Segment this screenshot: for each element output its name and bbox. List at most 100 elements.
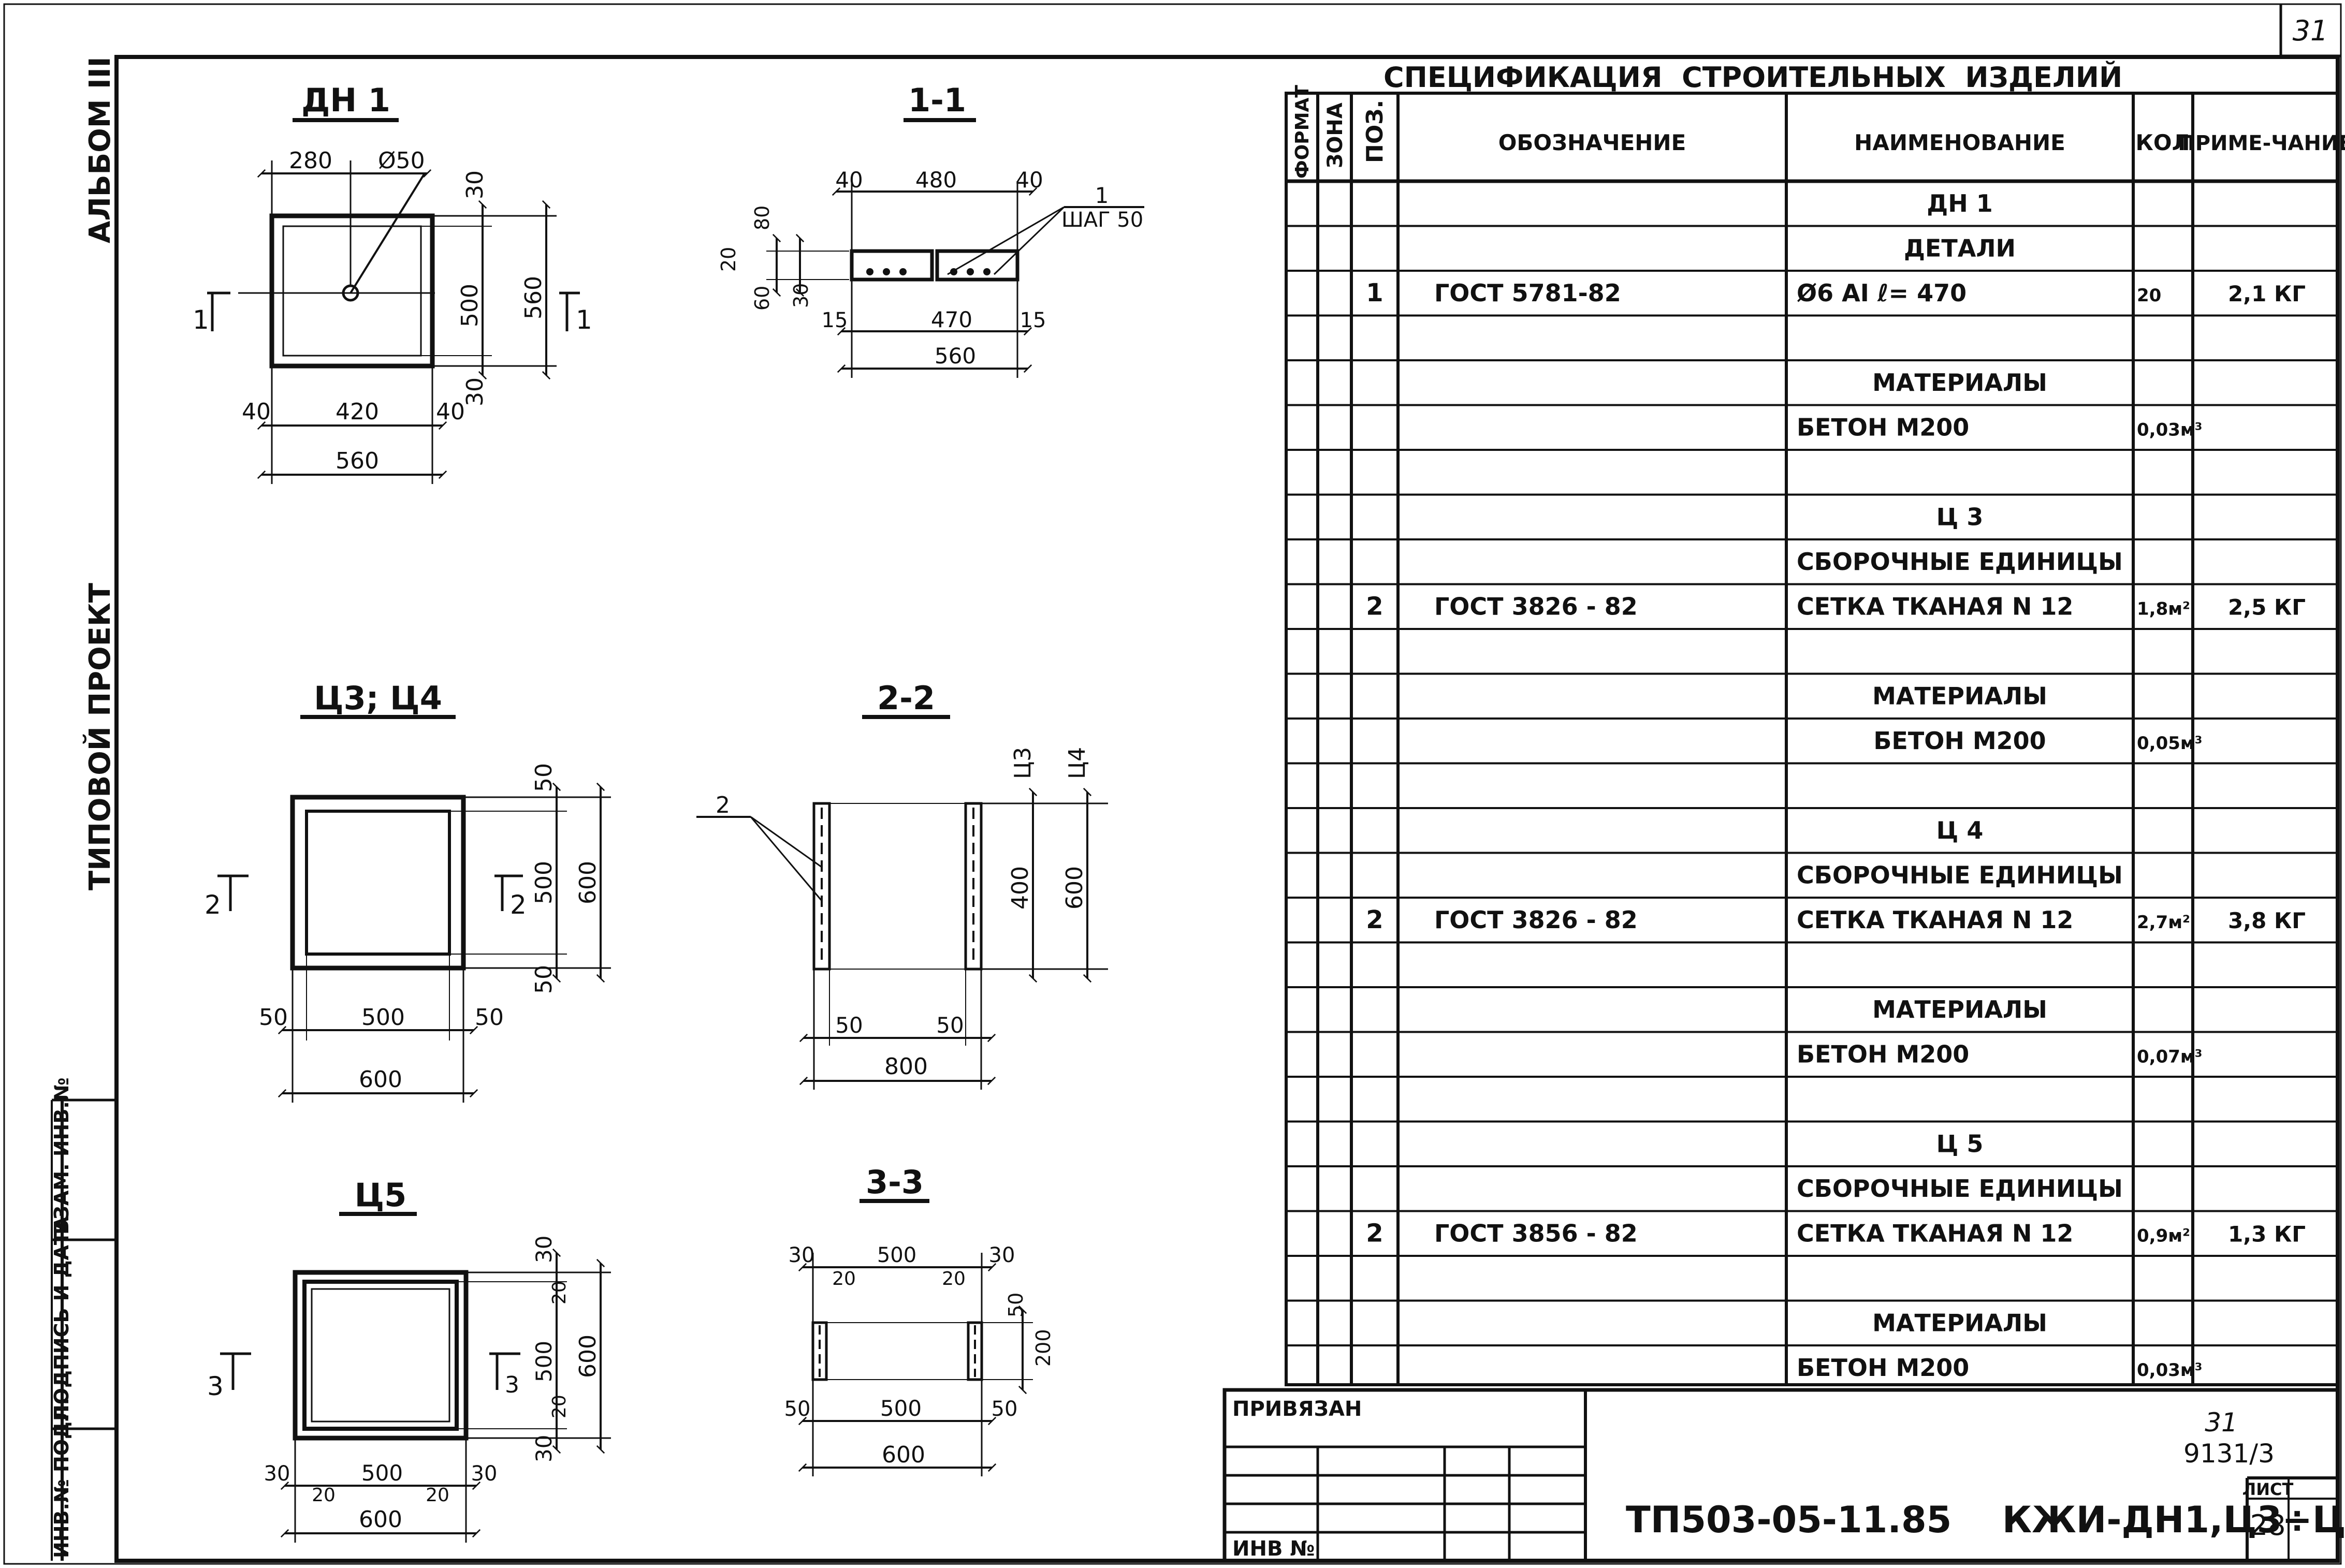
slab-section-right	[935, 249, 1019, 282]
cell-quantity: 0,03м³	[2137, 1360, 2203, 1381]
cell-name: МАТЕРИАЛЫ	[1872, 682, 2047, 710]
dim-label: Ц4	[1064, 747, 1090, 779]
cell-name: БЕТОН М200	[1873, 727, 2046, 755]
spec-row: ДЕТАЛИ	[1286, 234, 2338, 272]
cell-name: Ø6 AI ℓ= 470	[1797, 279, 1967, 307]
col-header-name: НАИМЕНОВАНИЕ	[1854, 130, 2065, 155]
drawing-title: Ц3; Ц4	[314, 679, 442, 717]
drawing-title: 2-2	[877, 679, 935, 717]
ring-outline	[293, 1270, 469, 1441]
dim-label: 40	[835, 167, 863, 193]
dim-label: 30	[471, 1462, 498, 1486]
dim-label: 560	[520, 276, 547, 319]
dim-label: 50	[936, 1013, 964, 1038]
dim-label: 20	[942, 1268, 966, 1289]
dim-label: 50	[259, 1004, 288, 1031]
drawing-title: 1-1	[908, 81, 966, 119]
album-label: АЛЬБОМ III	[83, 56, 117, 243]
cell-name: МАТЕРИАЛЫ	[1872, 1309, 2047, 1337]
dim-label: 600	[575, 1335, 601, 1378]
section-mark: 2	[205, 890, 221, 920]
dim-label: 30	[531, 1435, 557, 1462]
drawing-section-2-2: 2-2 2 Ц3 Ц4 400 600 50 50 800	[696, 679, 1108, 1090]
dim-label: 20	[549, 1281, 570, 1305]
hole-leader	[349, 172, 426, 294]
col-header-format: ФОРМАТ	[1292, 85, 1313, 179]
dim-label: 60	[751, 286, 774, 311]
leader-line	[993, 206, 1065, 275]
cell-position: 2	[1366, 905, 1383, 934]
dim-label: 30	[989, 1243, 1015, 1267]
dim-label: 500	[877, 1243, 916, 1267]
spec-column-lines	[1316, 93, 2194, 1385]
dim-label: 20	[832, 1268, 856, 1289]
dim-label: 200	[1032, 1329, 1055, 1367]
spec-row: МАТЕРИАЛЫ	[1286, 682, 2338, 720]
spec-table-frame	[1285, 92, 2339, 1386]
cell-position: 1	[1366, 279, 1383, 307]
cell-name: СБОРОЧНЫЕ ЕДИНИЦЫ	[1797, 1175, 2123, 1203]
cell-name: БЕТОН М200	[1797, 1354, 1969, 1382]
col-header-designation: ОБОЗНАЧЕНИЕ	[1498, 130, 1686, 155]
spec-row: СБОРОЧНЫЕ ЕДИНИЦЫ	[1286, 548, 2338, 585]
cell-note: 2,5 КГ	[2228, 594, 2306, 620]
dim-label: 500	[531, 1341, 557, 1382]
cell-quantity: 0,07м³	[2137, 1046, 2203, 1067]
dim-label: 500	[361, 1460, 403, 1486]
cell-position: 2	[1366, 1219, 1383, 1248]
dim-label: 30	[462, 377, 488, 406]
dim-label: 20	[426, 1485, 449, 1506]
spec-row: СБОРОЧНЫЕ ЕДИНИЦЫ	[1286, 861, 2338, 899]
cell-name: СБОРОЧНЫЕ ЕДИНИЦЫ	[1797, 548, 2123, 576]
dim-label: 500	[880, 1396, 922, 1421]
cell-designation: ГОСТ 5781-82	[1434, 279, 1621, 307]
dim-label: 480	[915, 167, 957, 193]
dim-label: 20	[549, 1395, 570, 1418]
spec-row: ДН 1	[1286, 189, 2338, 227]
col-header-quantity: КОЛ	[2136, 130, 2190, 155]
leader-position: 2	[716, 792, 730, 818]
dim-label: 30	[462, 170, 488, 199]
cell-name: ДН 1	[1927, 189, 1993, 217]
bound-label: ПРИВЯЗАН	[1232, 1397, 1362, 1421]
outer-frame	[3, 3, 2342, 1565]
col-header-zone: ЗОНА	[1323, 102, 1347, 168]
cell-name: СЕТКА ТКАНАЯ N 12	[1797, 906, 2073, 934]
spec-row: СБОРОЧНЫЕ ЕДИНИЦЫ	[1286, 1175, 2338, 1212]
leader-line	[947, 206, 1065, 275]
cell-name: БЕТОН М200	[1797, 1040, 1969, 1068]
leader-line	[750, 816, 822, 868]
doc-number: 31	[2205, 1408, 2238, 1438]
corner-number-box	[2279, 4, 2341, 57]
slab-section-left	[850, 249, 934, 282]
slab-inner	[282, 225, 422, 357]
drawing-section-3-3: 3-3 30 500 30 20 20 50 200 50 500 50 600	[784, 1163, 1055, 1476]
dim-label: 30	[789, 1243, 815, 1267]
dim-label: 600	[359, 1066, 402, 1093]
drawing-title: ДН 1	[301, 81, 390, 119]
spec-row: МАТЕРИАЛЫ	[1286, 995, 2338, 1033]
dim-label: 280	[289, 148, 332, 174]
sheet-number: 28	[2250, 1509, 2286, 1542]
dim-label: 400	[1007, 866, 1033, 910]
dim-label: 30	[790, 283, 812, 308]
stamp-replacement-inv: ВЗАМ. ИНВ.№	[50, 1077, 73, 1235]
sheet-label: ЛИСТ	[2242, 1479, 2294, 1499]
dim-label: Ø50	[378, 148, 425, 174]
dim-label: 50	[784, 1397, 811, 1421]
spec-row: БЕТОН М200 0,07м³	[1286, 1040, 2338, 1078]
leader-line	[750, 816, 823, 901]
stamp-inv-original: ИНВ.№ ПОДЛ.	[50, 1398, 73, 1558]
cell-name: СЕТКА ТКАНАЯ N 12	[1797, 1219, 2073, 1247]
cell-name: БЕТОН М200	[1797, 413, 1969, 441]
dim-label: 15	[822, 309, 848, 332]
dim-label: 50	[475, 1004, 504, 1031]
spec-row: МАТЕРИАЛЫ	[1286, 1309, 2338, 1346]
